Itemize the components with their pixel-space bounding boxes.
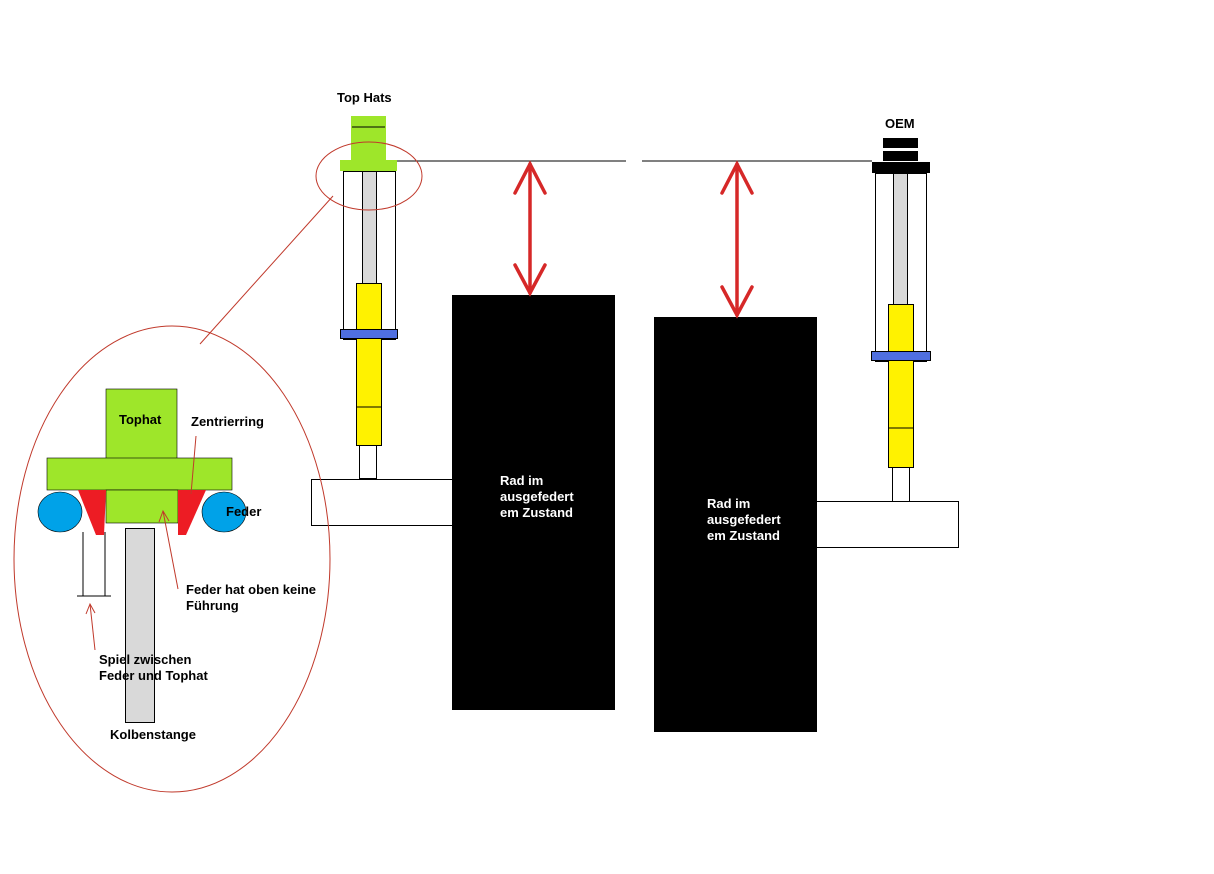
label-top-hats: Top Hats [337,90,392,105]
detail-view [37,388,247,723]
label-wheel-right-2: ausgefedert [707,512,781,527]
wheel-left [452,295,615,710]
detail-tophat-top [105,388,178,460]
label-spiel-1: Spiel zwischen [99,652,192,667]
travel-arrow-right [720,160,754,319]
piston-rod-left [362,171,377,285]
label-feder-fuehrung-2: Führung [186,598,239,613]
label-wheel-left-1: Rad im [500,473,543,488]
detail-connector-line [199,195,334,345]
control-arm-left [311,479,454,526]
detail-tophat-flange [46,457,233,491]
shock-mount-left [359,445,377,479]
label-wheel-right-3: em Zustand [707,528,780,543]
detail-piston-rod [125,528,155,723]
detail-spring-left [37,491,83,533]
shock-body-left [356,283,382,446]
shock-mount-right [892,467,910,502]
oem-top-1 [883,138,918,148]
tophat-block [351,116,386,162]
piston-rod-right [893,173,908,306]
oem-strut [816,138,959,548]
tophat-flange [340,160,397,171]
detail-highlight-ellipse [315,141,423,211]
spring-seat-right [871,351,931,361]
detail-centering-ring-left [78,490,106,535]
control-arm-right [816,501,959,548]
spring-seat-left [340,329,398,339]
wheel-right [654,317,817,732]
detail-spring-right [201,491,247,533]
pointer-spiel-head [85,602,96,615]
pointer-spiel [89,603,96,651]
label-feder-fuehrung-1: Feder hat oben keine [186,582,316,597]
label-feder: Feder [226,504,261,519]
tophat-strut [311,116,454,526]
label-kolbenstange: Kolbenstange [110,727,196,742]
label-oem: OEM [885,116,915,131]
detail-centering-ring-right [178,490,206,535]
oem-top-2 [883,151,918,161]
detail-ellipse [13,325,331,793]
label-spiel-2: Feder und Tophat [99,668,208,683]
label-wheel-right-1: Rad im [707,496,750,511]
pointer-feder-fuehrung-head [158,509,170,523]
pointer-zentrierring [190,435,197,495]
label-tophat: Tophat [119,412,162,427]
shock-body-right [888,304,914,468]
label-wheel-left-2: ausgefedert [500,489,574,504]
travel-arrow-left [513,160,547,297]
pointer-feder-fuehrung [162,510,179,590]
oem-plate [872,162,930,173]
label-zentrierring: Zentrierring [191,414,264,429]
label-wheel-left-3: em Zustand [500,505,573,520]
